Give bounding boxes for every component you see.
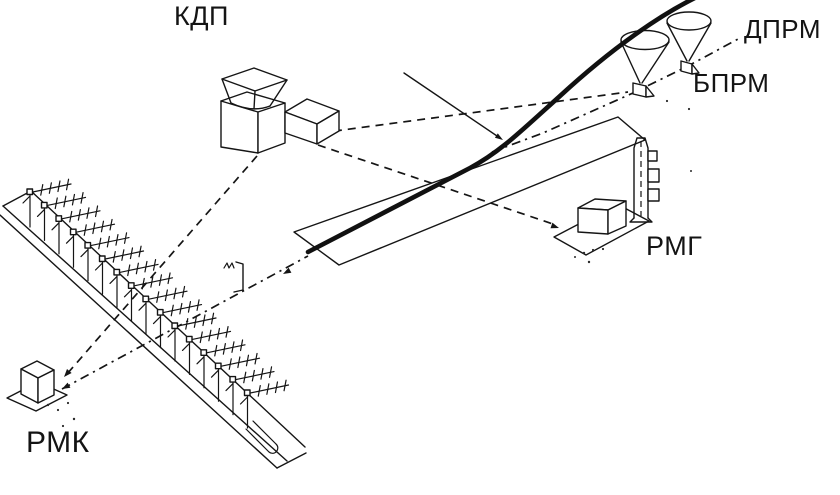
flight-path bbox=[305, 0, 696, 255]
glide-path-mast bbox=[629, 137, 660, 223]
monitor-antenna-symbol bbox=[223, 261, 244, 293]
rmk-course-line bbox=[61, 255, 309, 390]
kdp-building bbox=[220, 67, 340, 154]
dprm-label: ДПРМ bbox=[744, 14, 822, 44]
bprm-label: БПРМ bbox=[693, 68, 770, 98]
rmk-station bbox=[6, 360, 68, 412]
localizer-antenna-array bbox=[0, 178, 307, 469]
kdp-rmk-link-line bbox=[64, 155, 258, 377]
rmg-label: РМГ bbox=[646, 231, 703, 261]
approach-direction-arrow bbox=[403, 72, 503, 140]
dprm-marker-cone bbox=[666, 11, 712, 62]
rmg-station bbox=[553, 198, 650, 256]
kdp-bprm-link-line bbox=[319, 91, 629, 134]
kdp-label: КДП bbox=[174, 1, 229, 31]
bprm-beacon-box bbox=[632, 82, 655, 98]
ground-specks bbox=[46, 99, 692, 428]
rmk-label: РМК bbox=[26, 426, 90, 459]
kdp-rmg-link-line bbox=[317, 144, 559, 229]
dprm-beacon-box bbox=[680, 60, 700, 75]
